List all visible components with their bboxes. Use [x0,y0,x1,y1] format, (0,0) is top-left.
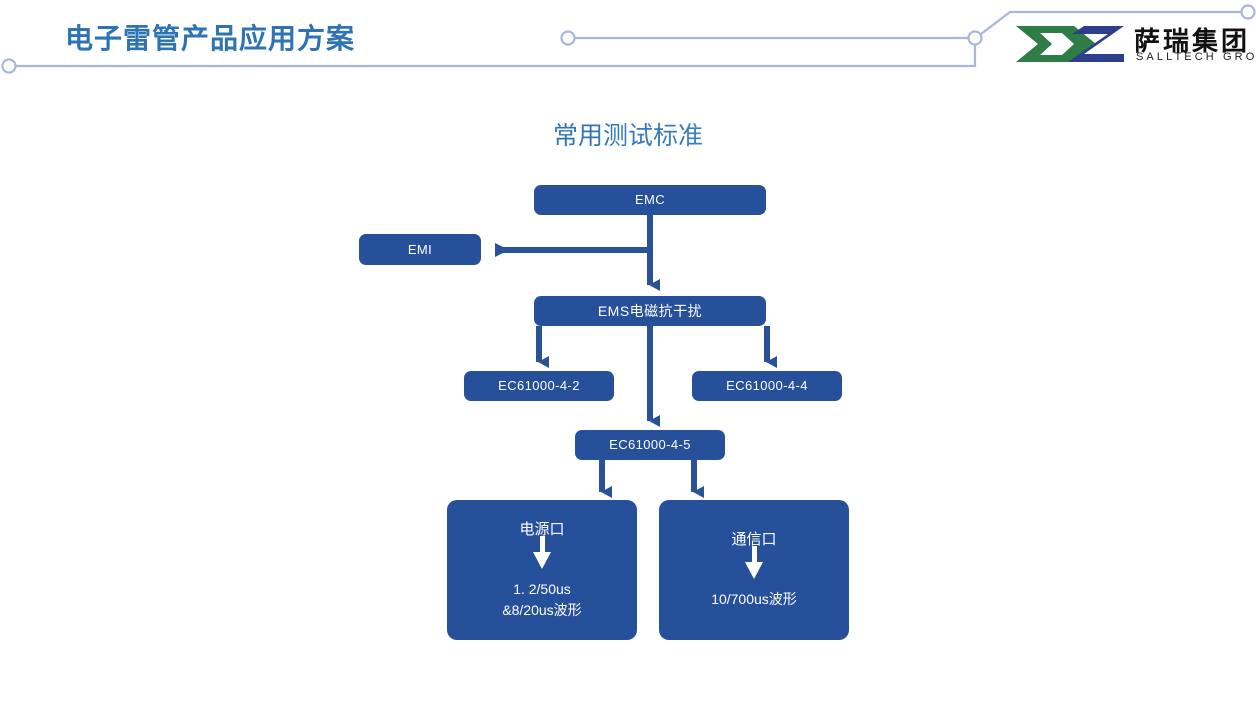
flow-node-iec61000-4-4[interactable]: EC61000-4-4 [692,371,842,401]
flow-node-label: EC61000-4-2 [498,378,580,394]
flow-node-iec61000-4-5[interactable]: EC61000-4-5 [575,430,725,460]
logo-name-en: SALLTECH GROUP [1136,51,1256,63]
flow-node-subtext: 10/700us波形 [711,591,797,608]
flow-node-iec61000-4-2[interactable]: EC61000-4-2 [464,371,614,401]
header-decoration [1,4,1256,74]
circuit-node-circle-icon [1,58,17,74]
flow-node-label: EC61000-4-5 [609,437,691,453]
flow-node-title: 通信口 [731,531,777,549]
flow-node-emi[interactable]: EMI [359,234,481,265]
flow-node-ems[interactable]: EMS电磁抗干扰 [534,296,766,326]
circuit-node-circle-icon [967,30,983,46]
section-title: 常用测试标准 [0,116,1256,152]
flow-node-label: EMI [407,241,433,257]
salltech-sz-logo-icon [1016,26,1124,62]
page-title: 电子雷管产品应用方案 [65,23,356,54]
down-arrow-icon [745,562,763,580]
logo-name-cn: 萨瑞集团 [1134,27,1251,56]
flow-node-power-port[interactable]: 电源口 1. 2/50us &8/20us波形 [447,500,637,640]
down-arrow-icon [533,552,551,570]
flow-node-label: EC61000-4-4 [726,378,808,394]
flow-node-title: 电源口 [519,521,565,539]
flow-node-label: EMC [634,192,666,208]
flow-node-subtext: 1. 2/50us &8/20us波形 [502,581,582,618]
brand-logo: 萨瑞集团 SALLTECH GROUP [1012,22,1256,68]
flow-node-label: EMS电磁抗干扰 [597,302,703,319]
flow-node-emc[interactable]: EMC [534,185,766,215]
circuit-node-circle-icon [1240,4,1256,20]
circuit-node-circle-icon [560,30,576,46]
flow-node-comm-port[interactable]: 通信口 10/700us波形 [659,500,849,640]
